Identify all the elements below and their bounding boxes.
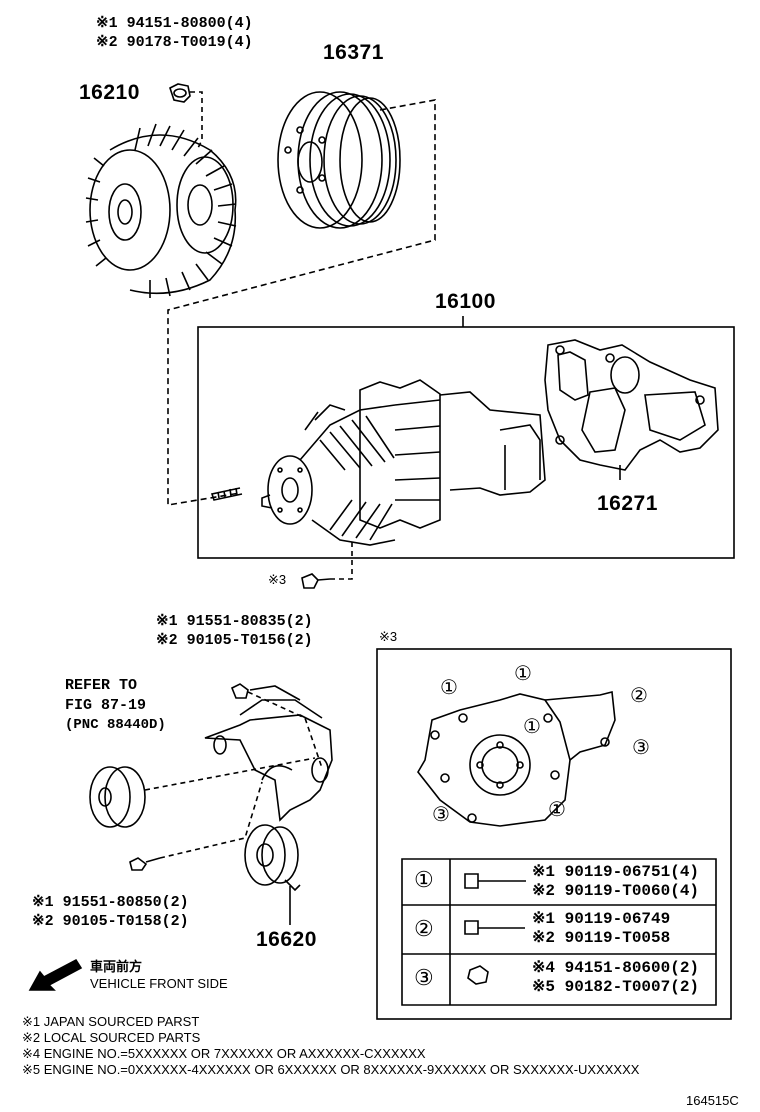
footnote-1: ※1 JAPAN SOURCED PARST: [22, 1014, 200, 1029]
bolt-icon[interactable]: [230, 683, 249, 699]
nut-3-icon: [467, 965, 489, 985]
detail-marker-1: ①: [548, 799, 566, 821]
pump-bolt-ref: ※3: [268, 572, 287, 587]
pulley-icon[interactable]: [277, 91, 401, 229]
nut-icon[interactable]: [169, 83, 191, 103]
fan-clutch-icon[interactable]: [85, 123, 237, 298]
table-row-3-jp: ※4 94151-80600(2): [532, 959, 700, 977]
detail-marker-1: ①: [523, 716, 541, 738]
bolt-2-icon: [464, 920, 525, 935]
idler-bolt-top-local: ※2 90105-T0156(2): [156, 632, 313, 649]
table-row-key-3: ③: [414, 965, 434, 990]
table-row-2-jp: ※1 90119-06749: [532, 910, 671, 928]
bolt-1-icon: [464, 873, 526, 889]
refer-pulley-icon[interactable]: [89, 766, 146, 828]
detail-marker-1: ①: [440, 677, 458, 699]
footnote-4: ※4 ENGINE NO.=5XXXXXX OR 7XXXXXX OR AXXX…: [22, 1046, 426, 1061]
table-row-1-jp: ※1 90119-06751(4): [532, 863, 700, 881]
detail-marker-2: ②: [630, 685, 648, 707]
part-number-pulley[interactable]: 16371: [323, 41, 384, 64]
table-row-3-local: ※5 90182-T0007(2): [532, 978, 700, 996]
detail-box: [376, 648, 732, 1020]
refer-line-2[interactable]: FIG 87-19: [65, 697, 147, 714]
detail-marker-3: ③: [432, 804, 450, 826]
refer-line-3[interactable]: (PNC 88440D): [65, 717, 166, 733]
direction-jp: 車両前方: [90, 959, 143, 974]
detail-ref: ※3: [379, 629, 398, 644]
refer-line-1[interactable]: REFER TO: [65, 677, 138, 694]
detail-marker-3: ③: [632, 737, 650, 759]
water-pump-group-box: [197, 326, 735, 559]
pump-bolt-icon[interactable]: [301, 573, 331, 589]
part-number-gasket[interactable]: 16271: [597, 492, 658, 515]
idler-bolt-top-jp: ※1 91551-80835(2): [156, 613, 313, 630]
idler-bracket-icon[interactable]: [204, 685, 333, 822]
idler-pulley-icon[interactable]: [244, 824, 301, 892]
part-number-idler[interactable]: 16620: [256, 928, 317, 951]
table-row-key-1: ①: [414, 867, 434, 892]
idler-bolt-bottom-local: ※2 90105-T0158(2): [32, 913, 189, 930]
idler-bolt-bottom-jp: ※1 91551-80850(2): [32, 894, 189, 911]
detail-marker-1: ①: [514, 663, 532, 685]
table-row-key-2: ②: [414, 916, 434, 941]
part-number-water-pump[interactable]: 16100: [435, 290, 496, 313]
front-arrow-icon: [28, 958, 83, 991]
water-pump-icon[interactable]: [210, 379, 546, 546]
figure-id: 164515C: [686, 1093, 739, 1108]
detail-pump-outline: [417, 691, 616, 827]
direction-en: VEHICLE FRONT SIDE: [90, 976, 228, 991]
footnote-2: ※2 LOCAL SOURCED PARTS: [22, 1030, 201, 1045]
bolt-icon[interactable]: [129, 857, 161, 871]
table-row-1-local: ※2 90119-T0060(4): [532, 882, 700, 900]
gasket-icon[interactable]: [544, 339, 719, 471]
footnote-5: ※5 ENGINE NO.=0XXXXXX-4XXXXXX OR 6XXXXXX…: [22, 1062, 640, 1077]
nut-part-local: ※2 90178-T0019(4): [96, 34, 253, 51]
table-row-2-local: ※2 90119-T0058: [532, 929, 671, 947]
nut-part-jp: ※1 94151-80800(4): [96, 15, 253, 32]
part-number-fan-clutch[interactable]: 16210: [79, 81, 140, 104]
